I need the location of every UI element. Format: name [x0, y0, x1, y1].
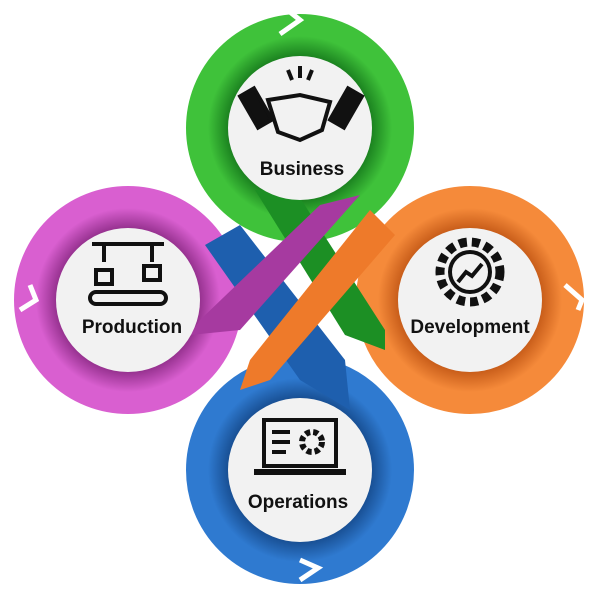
handshake-icon [237, 66, 365, 143]
node-label-production: Production [81, 317, 183, 338]
orange-arrow [240, 210, 395, 390]
node-label-development: Development [410, 317, 530, 338]
purple-arrow [190, 195, 360, 335]
development-loop [356, 186, 584, 414]
assembly-line-icon [88, 242, 168, 306]
crossing-arrows [190, 190, 395, 410]
blue-arrow [205, 225, 350, 410]
gear-growth-icon [435, 237, 505, 307]
laptop-gear-icon [254, 418, 346, 475]
green-arrow [255, 190, 385, 350]
node-label-business: Business [259, 159, 345, 180]
node-label-operations: Operations [247, 492, 349, 513]
